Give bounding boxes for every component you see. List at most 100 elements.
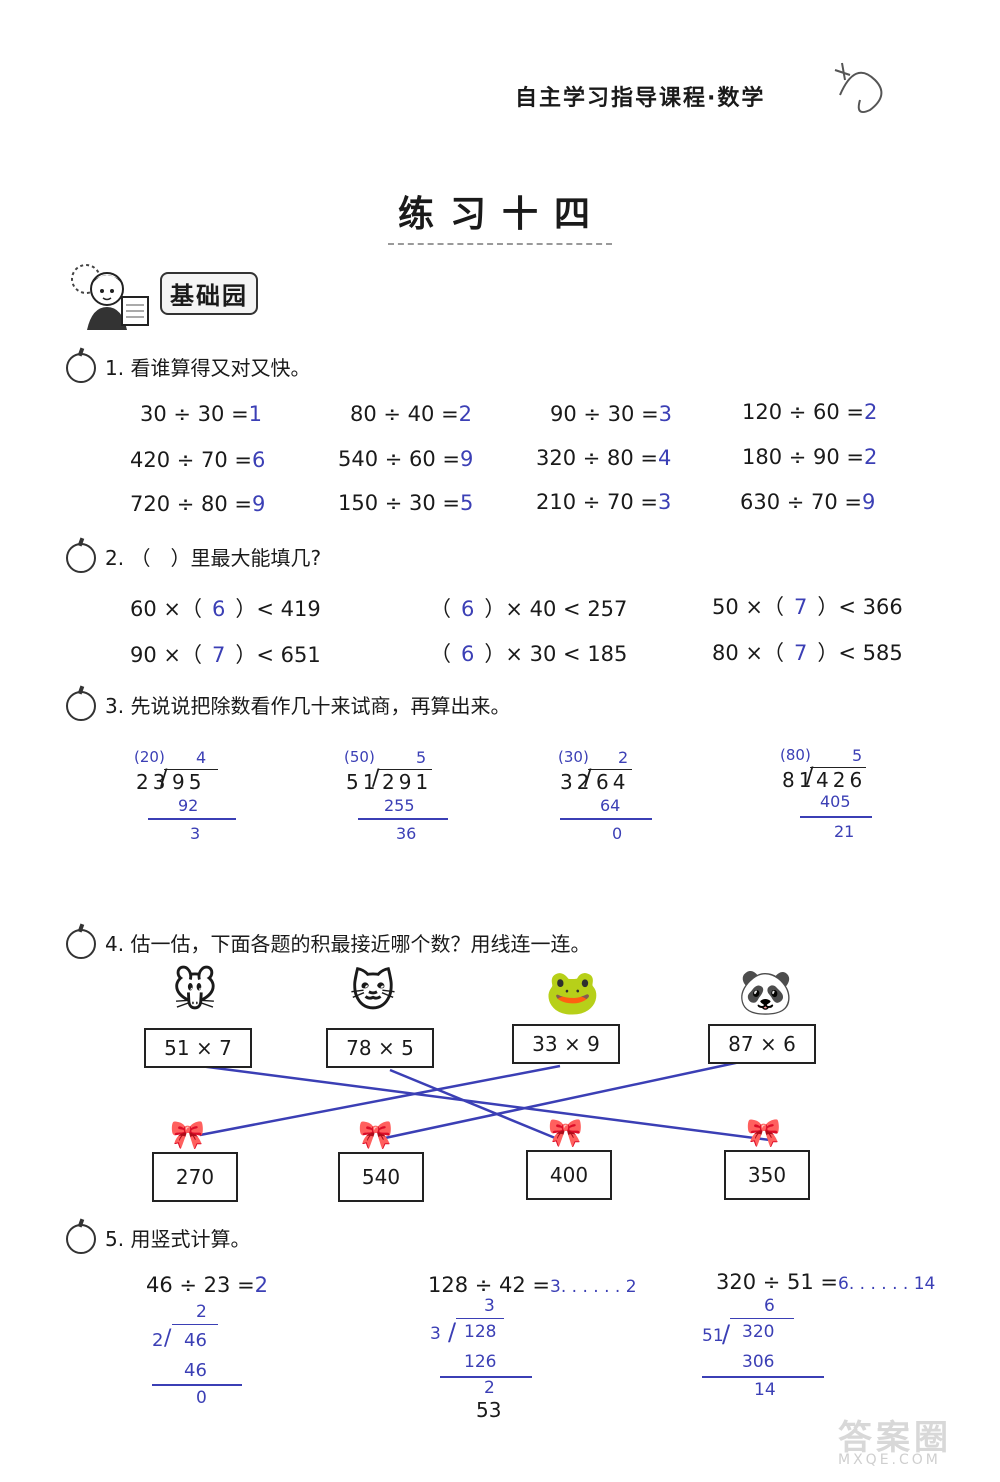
q1-expr: 320 ÷ 80 = <box>536 446 659 470</box>
page-number: 53 <box>476 1398 502 1422</box>
product: 126 <box>464 1352 497 1372</box>
q1-expr: 180 ÷ 90 = <box>742 445 865 469</box>
apple-icon <box>66 691 96 721</box>
division-bracket: / <box>160 766 168 791</box>
division-bar <box>730 1318 794 1319</box>
q2-pre: 50 ×（ <box>712 595 784 619</box>
product-box[interactable]: 33 × 9 <box>512 1024 620 1064</box>
estimate-hint: (50) <box>344 748 375 766</box>
division-bracket: / <box>722 1320 731 1348</box>
page-title: 练习十四 <box>388 185 613 245</box>
q1-expr: 90 ÷ 30 = <box>550 402 659 426</box>
q2-pre: 80 ×（ <box>712 641 784 665</box>
q1-item: 420 ÷ 70 =6 <box>130 448 265 472</box>
target-gift-box[interactable]: 400 <box>526 1150 612 1200</box>
remainder: 2 <box>484 1378 495 1398</box>
q2-post: ）< 651 <box>235 643 321 667</box>
quotient: 6 <box>764 1296 775 1316</box>
long-division: (80) 5 81 / 426 405 21 <box>780 746 890 846</box>
apple-icon <box>66 1224 96 1254</box>
q5-equation: 46 ÷ 23 =2 <box>146 1273 268 1297</box>
subtract-line <box>800 816 872 818</box>
divisor: 23 <box>136 770 170 794</box>
q2-pre: （ <box>430 597 451 621</box>
question-5-title: 5. 用竖式计算。 <box>105 1227 251 1251</box>
subtract-line <box>358 818 448 820</box>
header-title: 自主学习指导课程·数学 <box>515 86 766 111</box>
target-gift-box[interactable]: 540 <box>338 1152 424 1202</box>
question-4-title: 4. 估一估，下面各题的积最接近哪个数？用线连一连。 <box>105 932 591 956</box>
q5-equation: 128 ÷ 42 =3. . . . . . 2 <box>428 1273 637 1297</box>
product-box[interactable]: 51 × 7 <box>144 1028 252 1068</box>
product-box[interactable]: 87 × 6 <box>708 1024 816 1064</box>
q2-answer: 6 <box>212 597 226 621</box>
remainder: 0 <box>196 1388 207 1408</box>
quotient: 2 <box>196 1302 207 1322</box>
q5-answer: 6. . . . . . 14 <box>838 1274 936 1294</box>
q2-pre: 90 ×（ <box>130 643 202 667</box>
division-bracket: / <box>164 1326 172 1351</box>
remainder: 3 <box>190 824 201 843</box>
cat-icon: 🐱 <box>350 966 396 1017</box>
vertical-calculation: 2 2 / 46 46 0 <box>150 1302 260 1412</box>
long-division: (30) 2 32 / 64 64 0 <box>558 748 668 848</box>
match-line <box>199 1064 771 1142</box>
dividend: 46 <box>184 1330 207 1351</box>
q5-equation: 320 ÷ 51 =6. . . . . . 14 <box>716 1270 935 1294</box>
q5-answer: 3. . . . . . 2 <box>550 1277 637 1297</box>
product: 64 <box>600 796 621 815</box>
question-3-title: 3. 先说说把除数看作几十来试商，再算出来。 <box>105 694 511 718</box>
q1-expr: 80 ÷ 40 = <box>350 402 459 426</box>
target-gift-box[interactable]: 350 <box>724 1150 810 1200</box>
q1-answer: 3 <box>658 490 672 514</box>
watermark-logo: 答案圈 <box>838 1418 952 1458</box>
remainder: 14 <box>754 1380 776 1400</box>
subtract-line <box>148 818 236 820</box>
q2-answer: 7 <box>794 595 808 619</box>
apple-icon <box>66 929 96 959</box>
divisor: 32 <box>560 770 594 794</box>
target-gift-box[interactable]: 270 <box>152 1152 238 1202</box>
frog-icon: 🐸 <box>545 967 600 1018</box>
q2-answer: 6 <box>461 597 475 621</box>
decoration-swirl <box>830 55 900 125</box>
section-label: 基础园 <box>160 272 258 315</box>
apple-icon <box>66 543 96 573</box>
q1-item: 630 ÷ 70 =9 <box>740 490 875 514</box>
division-bracket: / <box>448 1318 457 1346</box>
product-box[interactable]: 78 × 5 <box>326 1028 434 1068</box>
quotient: 2 <box>618 748 629 767</box>
dividend: 95 <box>172 770 206 794</box>
division-bar <box>810 767 866 768</box>
q2-answer: 7 <box>794 641 808 665</box>
q1-expr: 120 ÷ 60 = <box>742 400 865 424</box>
remainder: 0 <box>612 824 623 843</box>
quotient: 3 <box>484 1296 495 1316</box>
q1-answer: 5 <box>460 491 474 515</box>
bow-icon: 🎀 <box>746 1116 781 1149</box>
vertical-calculation: 6 51 / 320 306 14 <box>702 1296 832 1406</box>
q2-item: （6）× 40 < 257 <box>430 593 627 623</box>
dividend: 128 <box>464 1322 497 1342</box>
student-reading-icon <box>62 255 152 333</box>
question-2-title: 2. （ ）里最大能填几? <box>105 546 322 570</box>
q1-item: 540 ÷ 60 =9 <box>338 447 473 471</box>
divisor: 3 <box>430 1324 441 1344</box>
q1-answer: 2 <box>458 402 473 426</box>
question-1-title: 1. 看谁算得又对又快。 <box>105 356 311 380</box>
q1-answer: 4 <box>658 446 672 470</box>
divisor: 81 <box>782 768 816 792</box>
division-bar <box>378 769 432 770</box>
product: 405 <box>820 792 851 811</box>
quotient: 5 <box>416 748 427 767</box>
q2-answer: 7 <box>212 643 226 667</box>
q1-item: 720 ÷ 80 =9 <box>130 492 265 516</box>
q2-pre: 60 ×（ <box>130 597 202 621</box>
q1-expr: 630 ÷ 70 = <box>740 490 863 514</box>
q1-item: 180 ÷ 90 =2 <box>742 445 877 469</box>
remainder: 21 <box>834 822 855 841</box>
q1-item: 210 ÷ 70 =3 <box>536 490 671 514</box>
subtract-line <box>560 818 652 820</box>
quotient: 4 <box>196 748 207 767</box>
